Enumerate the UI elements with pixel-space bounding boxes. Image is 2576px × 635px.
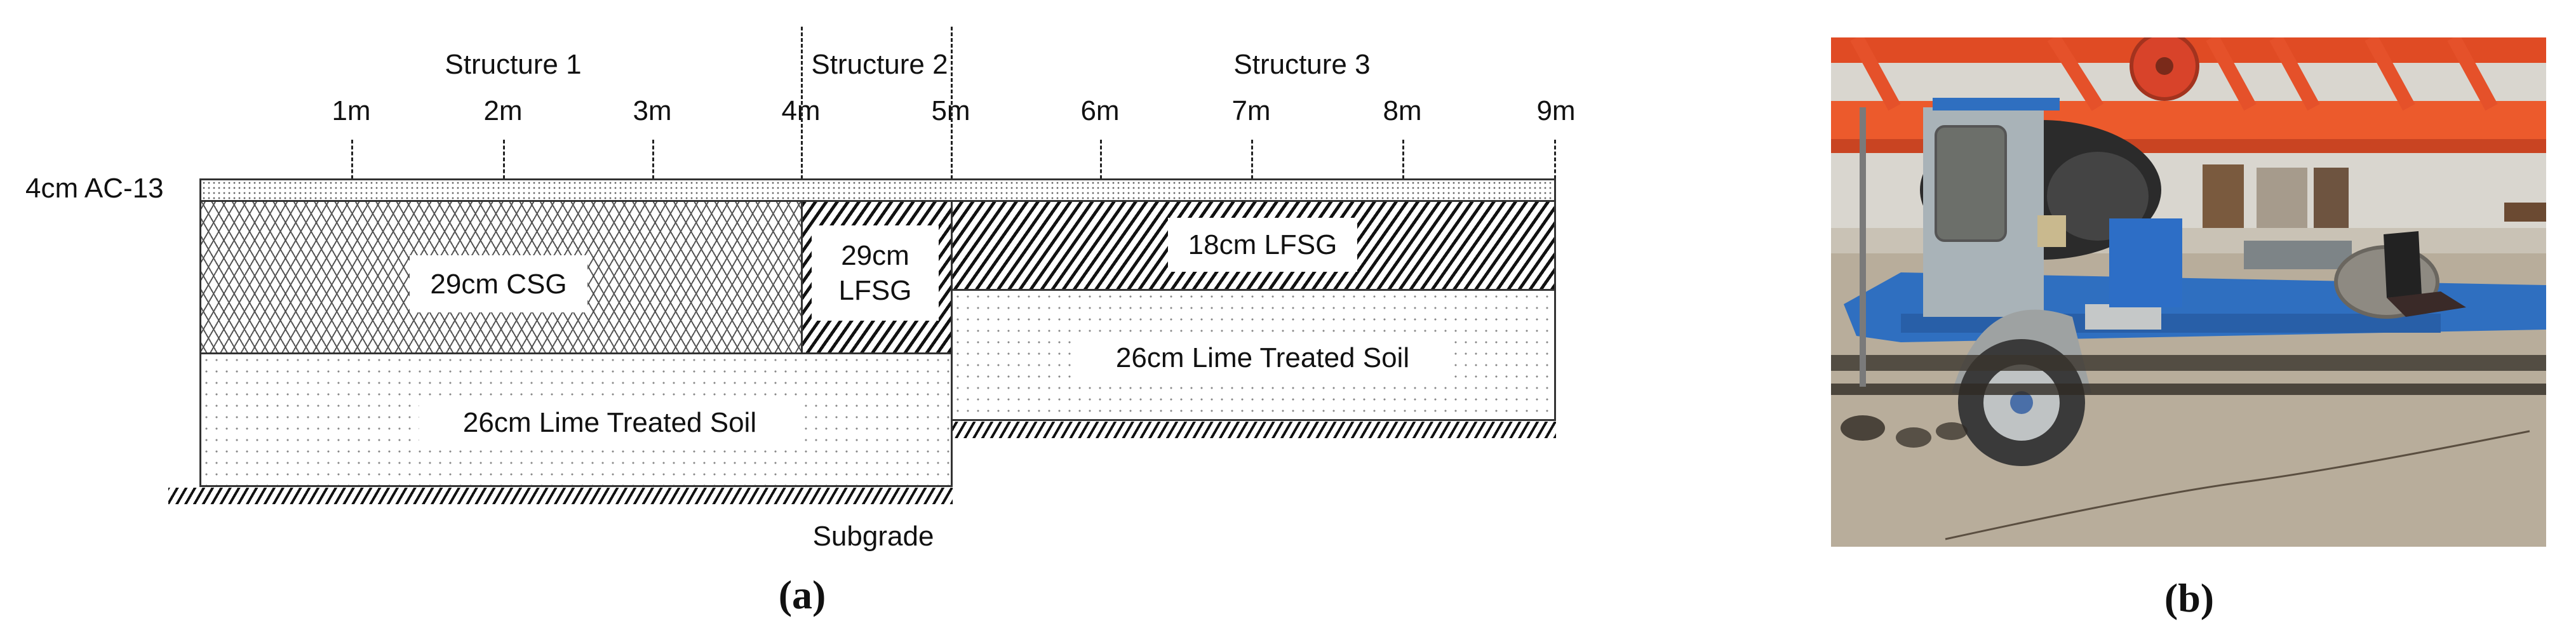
subgrade-label: Subgrade xyxy=(812,521,934,552)
trailer-test-apparatus-photo xyxy=(1831,37,2546,547)
distance-mark-9m: 9m xyxy=(1536,95,1576,126)
distance-mark-8m: 8m xyxy=(1383,95,1422,126)
panel-b-caption-text: (b) xyxy=(2164,575,2215,620)
panel-b-photo xyxy=(1831,37,2546,547)
left-lime-treated-soil-layer xyxy=(199,352,953,487)
right-lime-treated-soil-label: 26cm Lime Treated Soil xyxy=(1075,335,1451,381)
distance-mark-1m: 1m xyxy=(332,95,371,126)
tick-3m xyxy=(652,140,654,179)
structure3-lfsg-label: 18cm LFSG xyxy=(1168,218,1357,272)
structure2-lfsg-label-line2: LFSG xyxy=(838,275,912,306)
subgrade-hatch-left xyxy=(168,488,953,504)
structure-3-label: Structure 3 xyxy=(1233,49,1371,80)
panel-b-caption: (b) xyxy=(2164,575,2214,622)
boundary-line-5m xyxy=(951,27,953,179)
tick-9m xyxy=(1554,140,1556,179)
tick-6m xyxy=(1100,140,1102,179)
boundary-line-4m xyxy=(801,27,803,179)
distance-mark-6m: 6m xyxy=(1080,95,1120,126)
tick-8m xyxy=(1402,140,1404,179)
surface-layer-label: 4cm AC-13 xyxy=(25,173,164,204)
panel-a-caption: (a) xyxy=(779,572,826,618)
subgrade-hatch-right xyxy=(953,422,1556,438)
distance-mark-7m: 7m xyxy=(1231,95,1271,126)
distance-mark-3m: 3m xyxy=(633,95,672,126)
structure-1-label: Structure 1 xyxy=(445,49,582,80)
tick-7m xyxy=(1251,140,1253,179)
left-lime-treated-soil-label: 26cm Lime Treated Soil xyxy=(419,397,800,448)
csg-layer-label: 29cm CSG xyxy=(410,255,587,312)
panel-a-caption-text: (a) xyxy=(778,572,826,617)
right-lime-treated-soil-layer xyxy=(951,289,1556,421)
structure-2-label: Structure 2 xyxy=(811,49,948,80)
distance-mark-2m: 2m xyxy=(483,95,523,126)
ac13-surface-layer xyxy=(199,178,1556,202)
tick-1m xyxy=(351,140,353,179)
structure2-lfsg-label-line1: 29cm xyxy=(841,240,909,271)
structure2-lfsg-label: 29cm LFSG xyxy=(812,225,939,321)
tick-2m xyxy=(503,140,505,179)
